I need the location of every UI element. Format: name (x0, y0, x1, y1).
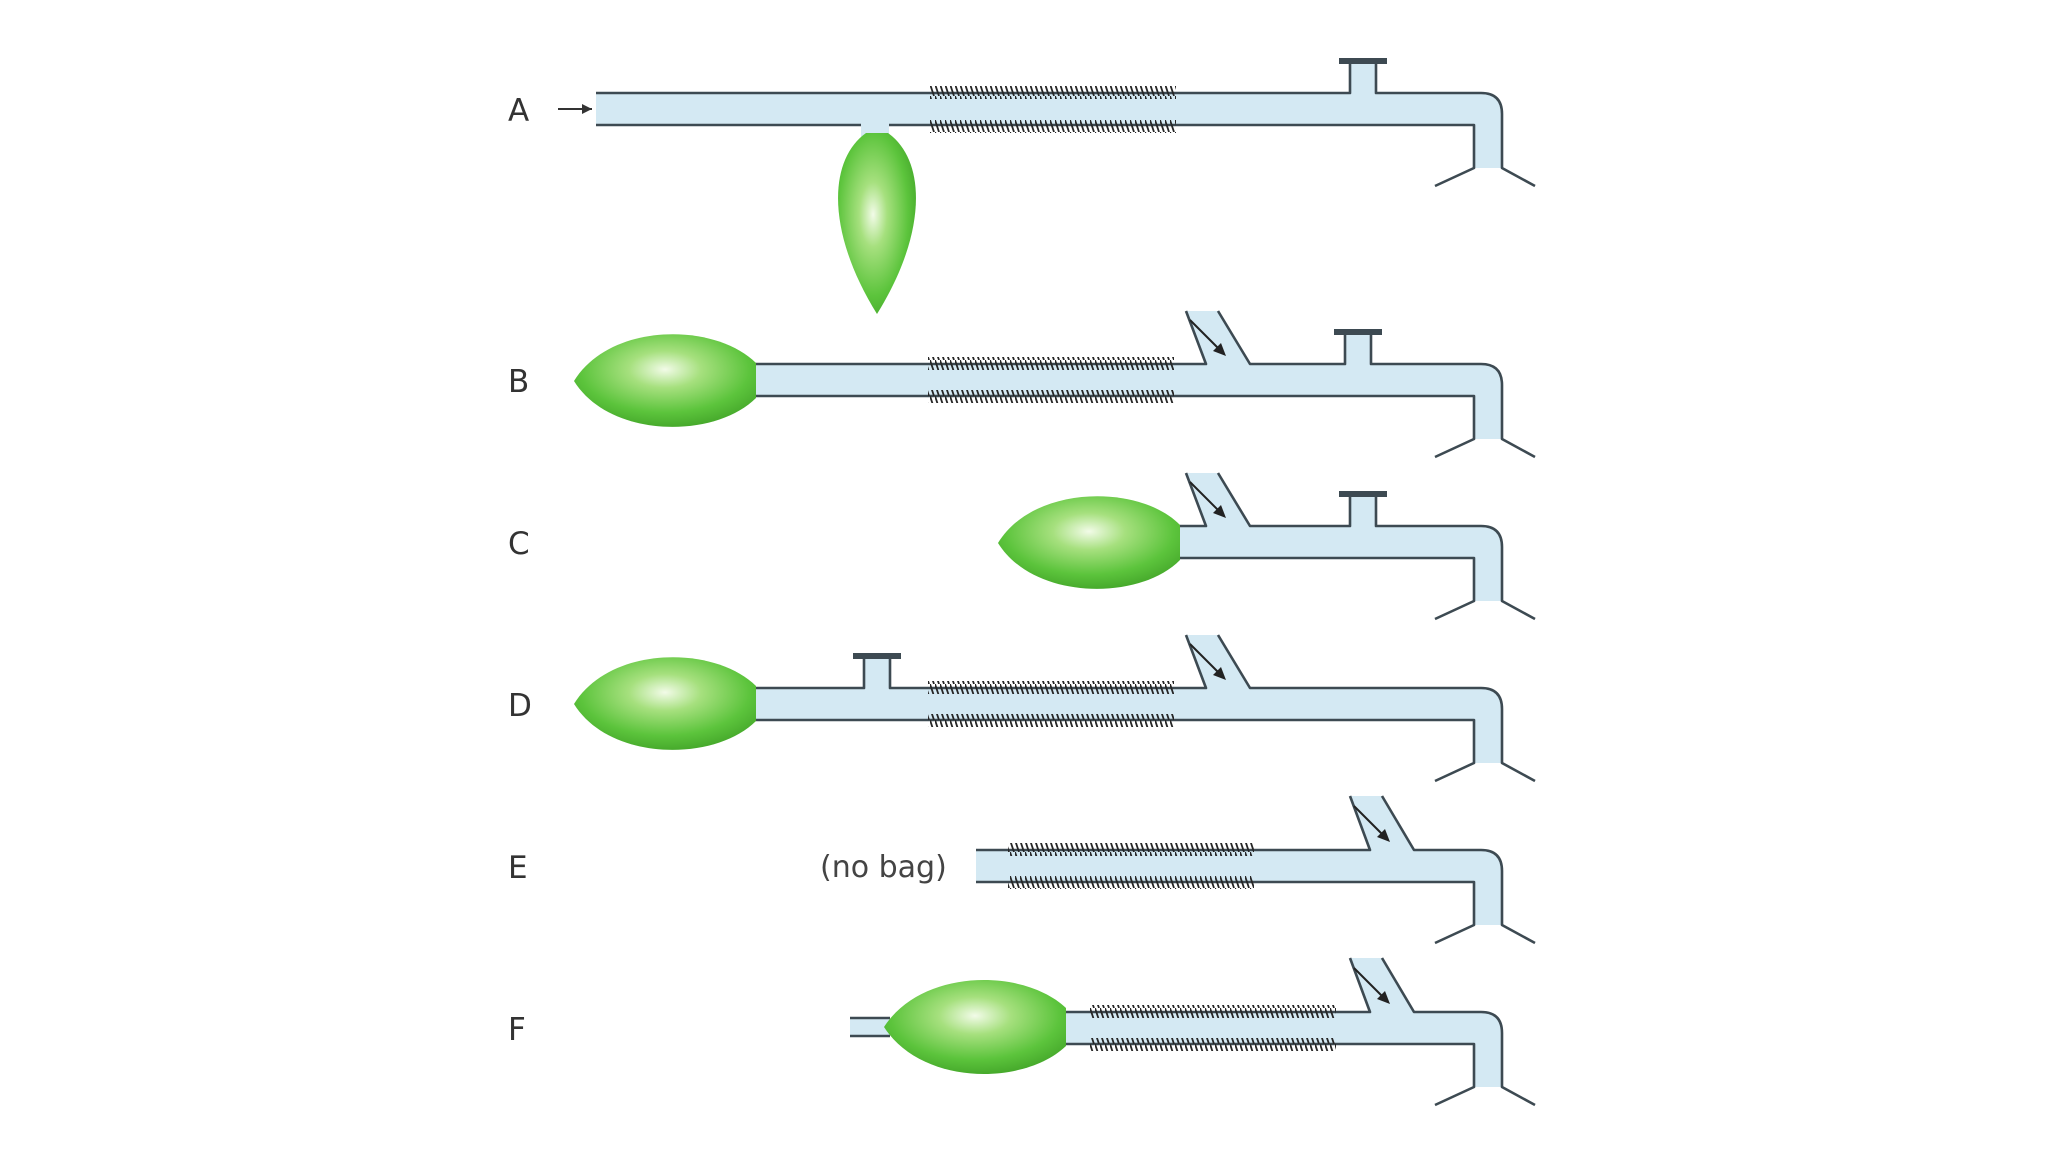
circuit-e: E (no bag) (508, 795, 1536, 945)
corrugated-tubing (1008, 843, 1254, 889)
circuit-label-f: F (508, 1012, 526, 1048)
circuit-label-b: B (508, 364, 529, 400)
corrugated-tubing (928, 357, 1174, 403)
expiratory-valve-icon (1339, 58, 1387, 64)
fresh-gas-inlet-arrow-icon (1189, 643, 1226, 680)
fresh-gas-arrow-icon (558, 104, 592, 114)
expiratory-valve-icon (853, 653, 901, 659)
fresh-gas-inlet-arrow-icon (1189, 481, 1226, 518)
corrugated-tubing (1090, 1005, 1336, 1051)
circuit-c: C (508, 472, 1536, 621)
corrugated-tubing (930, 86, 1176, 133)
circuit-label-d: D (508, 688, 532, 724)
fresh-gas-inlet-arrow-icon (1353, 805, 1390, 842)
circuit-label-c: C (508, 526, 530, 562)
reservoir-bag-icon (574, 334, 756, 427)
expiratory-valve-icon (1334, 329, 1382, 335)
circuit-f: F (508, 957, 1536, 1107)
circuit-b: B (508, 310, 1536, 459)
circuit-label-a: A (508, 93, 529, 129)
circuit-d: D (508, 634, 1536, 783)
fresh-gas-inlet-arrow-icon (1353, 967, 1390, 1004)
expiratory-valve-icon (1339, 491, 1387, 497)
circuit-a: A (508, 58, 1536, 314)
reservoir-bag-icon (998, 496, 1180, 589)
reservoir-bag-icon (884, 980, 1066, 1074)
no-bag-note: (no bag) (820, 850, 947, 885)
fresh-gas-inlet-arrow-icon (1189, 319, 1226, 356)
reservoir-bag-icon (574, 657, 756, 750)
circuit-label-e: E (508, 850, 528, 886)
corrugated-tubing (928, 681, 1174, 727)
reservoir-bag-icon (838, 133, 916, 314)
